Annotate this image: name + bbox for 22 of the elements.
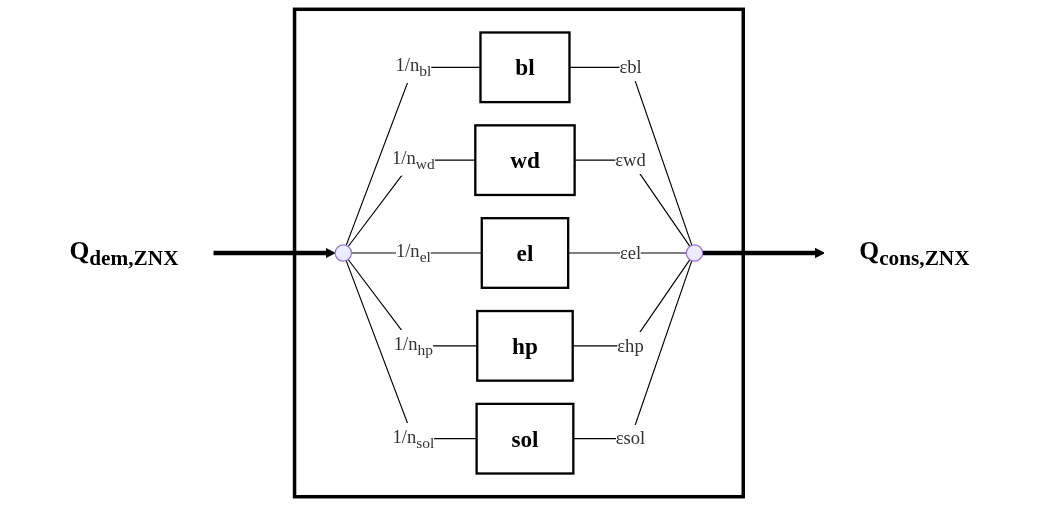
edge-label: εsol bbox=[615, 428, 646, 448]
edge-label: 1/n$_{el}$ bbox=[395, 240, 431, 266]
node-box: el bbox=[480, 217, 570, 289]
node-box: wd bbox=[474, 124, 576, 197]
edge-label: εhp bbox=[617, 335, 644, 356]
edge-label: 1/n$_{sol}$ bbox=[392, 426, 435, 451]
cluster bbox=[292, 7, 745, 499]
edge-label: εel bbox=[619, 242, 642, 263]
edge-label: 1/n$_{hp}$ bbox=[393, 333, 433, 359]
node-point bbox=[334, 244, 352, 262]
node-box: bl bbox=[479, 31, 571, 104]
node-text: Q$_{dem,ZNX}$ bbox=[69, 235, 179, 270]
arrow bbox=[702, 247, 825, 259]
edge-label: 1/n$_{wd}$ bbox=[392, 147, 435, 173]
edge-label: εbl bbox=[619, 56, 642, 77]
edge-label: 1/n$_{bl}$ bbox=[395, 55, 432, 80]
node-text: Q$_{cons,ZNX}$ bbox=[859, 235, 970, 270]
arrow bbox=[213, 247, 336, 259]
node-box: sol bbox=[475, 402, 575, 475]
node-point bbox=[685, 244, 704, 262]
node-box: hp bbox=[476, 309, 574, 382]
edge-label: εwd bbox=[615, 149, 646, 170]
